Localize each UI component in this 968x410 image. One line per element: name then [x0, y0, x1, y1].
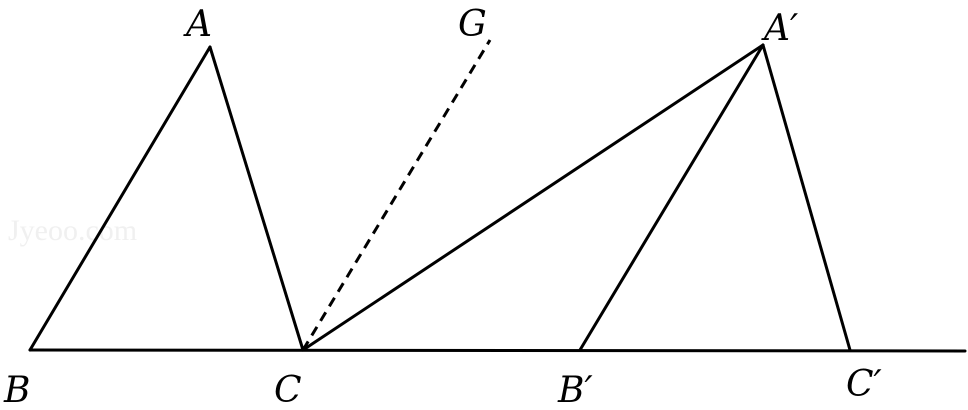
segment-ab	[28, 45, 212, 352]
label-a-prime: A′	[761, 8, 798, 49]
segment-ca-prime	[301, 43, 765, 352]
watermark: Jyeoo.com	[8, 214, 137, 247]
segment-a-prime-c-prime	[761, 43, 852, 352]
label-c-prime: C′	[846, 364, 882, 405]
segment-ac	[208, 45, 305, 352]
label-a: A	[183, 4, 212, 45]
segment-a-prime-b-prime	[578, 43, 765, 352]
label-c: C	[274, 370, 302, 410]
segment-cg-dashed	[301, 39, 492, 351]
baseline	[28, 348, 967, 353]
label-g: G	[458, 4, 487, 45]
label-b: B	[3, 370, 30, 410]
label-b-prime: B′	[557, 370, 593, 410]
